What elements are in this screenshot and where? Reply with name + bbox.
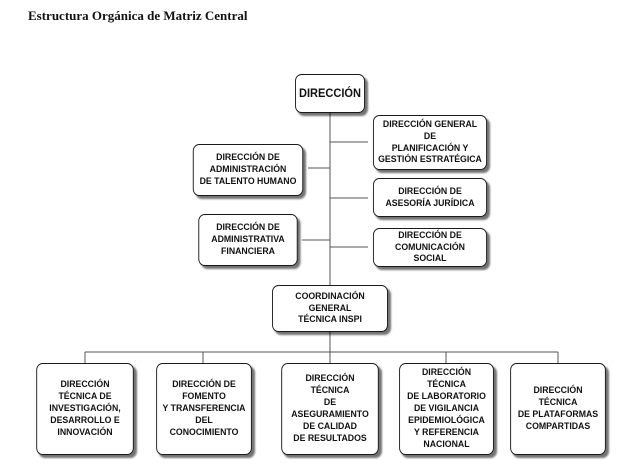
node-planificacion: DIRECCIÓN GENERAL DE PLANIFICACIÓN Y GES… bbox=[372, 115, 488, 170]
node-financiera-label: DIRECCIÓN DE ADMINISTRATIVA FINANCIERA bbox=[211, 222, 285, 257]
node-talento: DIRECCIÓN DE ADMINISTRACIÓN DE TALENTO H… bbox=[192, 144, 304, 196]
node-financiera: DIRECCIÓN DE ADMINISTRATIVA FINANCIERA bbox=[198, 214, 298, 266]
node-comunicacion-label: DIRECCIÓN DE COMUNICACIÓN SOCIAL bbox=[395, 229, 465, 265]
node-fomento-label: DIRECCIÓN DE FOMENTO Y TRANSFERENCIA DEL… bbox=[162, 379, 246, 438]
node-juridica: DIRECCIÓN DE ASESORÍA JURÍDICA bbox=[372, 178, 488, 217]
node-direccion: DIRECCIÓN bbox=[295, 74, 365, 113]
node-investigacion-label: DIRECCIÓN TÉCNICA DE INVESTIGACIÓN, DESA… bbox=[49, 379, 121, 438]
node-calidad-label: DIRECCIÓN TÉCNICA DE ASEGURAMIENTO DE CA… bbox=[291, 373, 369, 444]
node-calidad: DIRECCIÓN TÉCNICA DE ASEGURAMIENTO DE CA… bbox=[281, 363, 379, 455]
node-coordinacion: COORDINACIÓN GENERAL TÉCNICA INSPI bbox=[272, 285, 388, 332]
node-investigacion: DIRECCIÓN TÉCNICA DE INVESTIGACIÓN, DESA… bbox=[36, 363, 134, 455]
node-plataformas: DIRECCIÓN TÉCNICA DE PLATAFORMAS COMPART… bbox=[510, 363, 606, 455]
node-talento-label: DIRECCIÓN DE ADMINISTRACIÓN DE TALENTO H… bbox=[199, 152, 297, 187]
page-title: Estructura Orgánica de Matriz Central bbox=[28, 8, 248, 23]
node-laboratorio: DIRECCIÓN TÉCNICA DE LABORATORIO DE VIGI… bbox=[399, 363, 494, 455]
node-planificacion-label: DIRECCIÓN GENERAL DE PLANIFICACIÓN Y GES… bbox=[378, 118, 482, 166]
node-plataformas-label: DIRECCIÓN TÉCNICA DE PLATAFORMAS COMPART… bbox=[517, 385, 599, 432]
node-comunicacion: DIRECCIÓN DE COMUNICACIÓN SOCIAL bbox=[372, 228, 488, 267]
node-laboratorio-label: DIRECCIÓN TÉCNICA DE LABORATORIO DE VIGI… bbox=[407, 367, 486, 450]
node-juridica-label: DIRECCIÓN DE ASESORÍA JURÍDICA bbox=[385, 185, 475, 209]
node-fomento: DIRECCIÓN DE FOMENTO Y TRANSFERENCIA DEL… bbox=[156, 363, 252, 455]
node-direccion-label: DIRECCIÓN bbox=[299, 86, 361, 100]
node-coordinacion-label: COORDINACIÓN GENERAL TÉCNICA INSPI bbox=[295, 290, 365, 326]
